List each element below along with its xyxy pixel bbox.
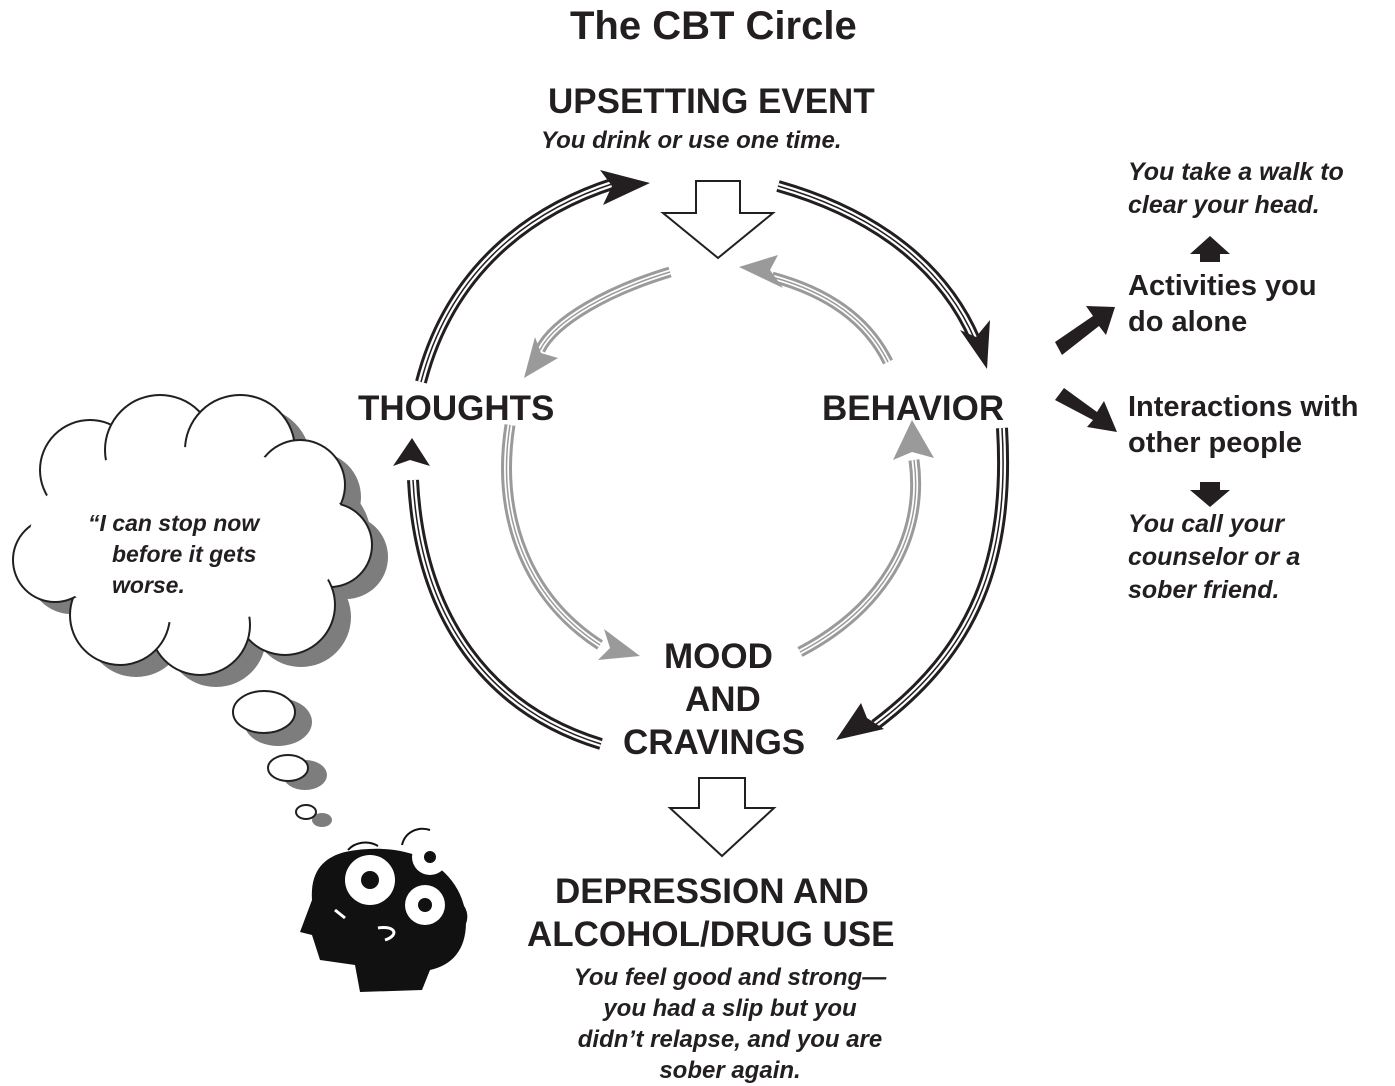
thought-line: “I can stop now xyxy=(88,510,260,536)
example-others-line: sober friend. xyxy=(1128,576,1280,604)
gray-arrowhead-to-thoughts xyxy=(524,337,558,378)
node-outcome-line2: ALCOHOL/DRUG USE xyxy=(527,915,895,954)
node-mood-line1: MOOD xyxy=(664,637,773,676)
example-others-line: counselor or a xyxy=(1128,543,1301,571)
example-others-line: You call your xyxy=(1128,510,1285,538)
caption-outcome: You feel good and strong— you had a slip… xyxy=(540,962,920,1086)
caption-outcome-line: sober again. xyxy=(659,1057,801,1084)
node-upsetting-event: UPSETTING EVENT xyxy=(548,82,875,121)
thought-bubble-text: “I can stop now before it gets worse. xyxy=(88,508,259,601)
outer-cycle xyxy=(407,177,1010,750)
arrowhead-to-mood xyxy=(836,703,884,740)
caption-outcome-line: You feel good and strong— xyxy=(573,964,887,991)
branch-others: Interactions with other people xyxy=(1128,389,1358,461)
arrowhead-to-thoughts xyxy=(393,438,430,466)
gray-arc-thoughts-to-mood xyxy=(501,424,603,650)
gray-arc-mood-to-behavior xyxy=(797,459,922,657)
down-arrow-mood xyxy=(667,777,777,858)
small-down-arrow xyxy=(1190,482,1230,507)
thinking-head-gears-icon xyxy=(300,827,468,992)
branch-arrow-alone xyxy=(1055,306,1115,355)
branch-arrow-others xyxy=(1055,388,1117,432)
example-alone-line: clear your head. xyxy=(1128,191,1320,219)
arrowhead-to-behavior xyxy=(960,320,990,369)
bubble-2 xyxy=(267,754,309,782)
diagram-title: The CBT Circle xyxy=(570,4,857,48)
node-outcome-line1: DEPRESSION AND xyxy=(555,872,869,911)
small-up-arrow xyxy=(1190,236,1230,262)
gray-arrowhead-to-behavior xyxy=(893,420,934,460)
arc-behavior-to-mood xyxy=(871,427,1010,730)
arc-thoughts-to-event xyxy=(415,177,617,384)
branch-alone: Activities you do alone xyxy=(1128,268,1317,340)
thought-line: before it gets xyxy=(112,541,257,567)
inner-arrowheads xyxy=(524,255,934,660)
example-alone-line: You take a walk to xyxy=(1128,158,1344,186)
branch-others-line: Interactions with xyxy=(1128,391,1359,423)
example-alone: You take a walk to clear your head. xyxy=(1128,156,1344,222)
inner-cycle xyxy=(501,266,922,657)
bubble-shadow-3 xyxy=(312,813,332,827)
gray-arrowhead-to-mood xyxy=(598,629,640,660)
arc-event-to-behavior xyxy=(776,180,981,343)
node-behavior: BEHAVIOR xyxy=(822,389,1005,428)
arc-mood-to-thoughts xyxy=(407,479,603,750)
node-thoughts: THOUGHTS xyxy=(358,389,555,428)
caption-upsetting-event: You drink or use one time. xyxy=(541,127,842,154)
node-mood-line2: AND xyxy=(685,680,761,719)
caption-outcome-line: didn’t relapse, and you are xyxy=(577,1026,883,1053)
thought-line: worse. xyxy=(112,572,185,598)
gray-arc-event-to-thoughts xyxy=(535,266,672,353)
branch-alone-line: do alone xyxy=(1128,306,1248,338)
gray-arc-behavior-to-event xyxy=(770,271,893,365)
bubble-1 xyxy=(232,690,296,734)
gray-arrowhead-to-event xyxy=(739,255,783,288)
branch-others-line: other people xyxy=(1128,427,1303,459)
caption-outcome-line: you had a slip but you xyxy=(603,995,857,1022)
branch-alone-line: Activities you xyxy=(1128,270,1317,302)
thought-cloud-icon xyxy=(12,394,388,827)
node-mood-line3: CRAVINGS xyxy=(623,723,806,762)
bubble-3 xyxy=(295,804,317,820)
arrowhead-to-event xyxy=(600,170,650,205)
outer-arrowheads xyxy=(393,170,990,740)
example-others: You call your counselor or a sober frien… xyxy=(1128,508,1300,607)
down-arrow-event xyxy=(660,180,776,260)
